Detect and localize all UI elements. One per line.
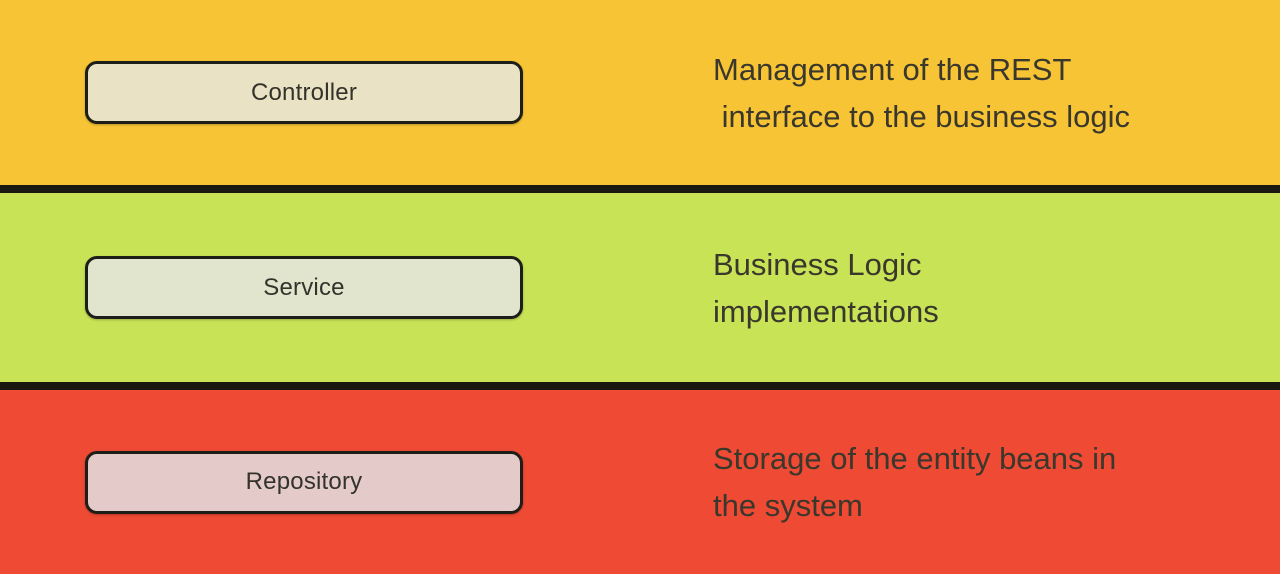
repository-box-label: Repository bbox=[245, 468, 363, 495]
repository-box: Repository bbox=[85, 450, 523, 514]
service-box-label: Service bbox=[263, 273, 345, 301]
repository-description: Storage of the entity beans in the syste… bbox=[713, 441, 1117, 523]
service-description: Business Logic implementations bbox=[713, 246, 939, 329]
service-box: Service bbox=[85, 256, 523, 319]
repository-layer-band: Repository Storage of the entity beans i… bbox=[0, 390, 1280, 574]
controller-layer-band: Controller Management of the REST interf… bbox=[0, 0, 1280, 185]
band-divider bbox=[0, 185, 1280, 193]
controller-box: Controller bbox=[85, 61, 523, 124]
controller-description: Management of the REST interface to the … bbox=[713, 51, 1131, 134]
controller-box-label: Controller bbox=[250, 78, 358, 106]
band-divider bbox=[0, 382, 1280, 390]
service-layer-band: Service Business Logic implementations bbox=[0, 193, 1280, 382]
